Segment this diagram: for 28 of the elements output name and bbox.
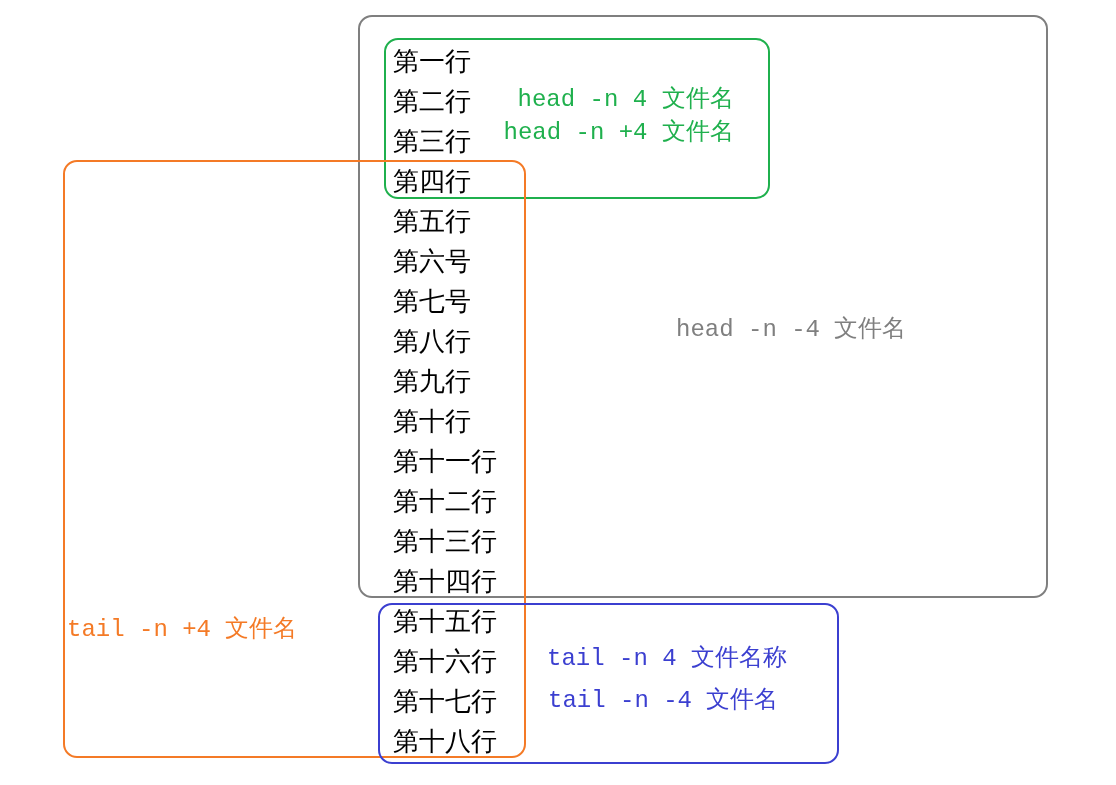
line-text: 第七号 xyxy=(393,286,471,318)
line-text: 第四行 xyxy=(393,166,471,198)
line-text: 第十二行 xyxy=(393,486,497,518)
line-text: 第五行 xyxy=(393,206,471,238)
line-text: 第十四行 xyxy=(393,566,497,598)
command-text: tail -n 4 文件名称 xyxy=(547,644,788,674)
line-text: 第九行 xyxy=(393,366,471,398)
line-text: 第十行 xyxy=(393,406,471,438)
rounded-rectangle xyxy=(63,160,526,758)
line-text: 第六号 xyxy=(393,246,471,278)
command-text: tail -n -4 文件名 xyxy=(548,686,779,716)
line-text: 第三行 xyxy=(393,126,471,158)
line-text: 第一行 xyxy=(393,46,471,78)
line-text: 第二行 xyxy=(393,86,471,118)
line-text: 第十三行 xyxy=(393,526,497,558)
line-text: 第十六行 xyxy=(393,646,497,678)
command-text: tail -n +4 文件名 xyxy=(67,615,298,645)
line-text: 第十八行 xyxy=(393,726,497,758)
command-text: head -n 4 文件名 xyxy=(517,84,734,115)
line-text: 第十七行 xyxy=(393,686,497,718)
rounded-rectangle xyxy=(358,15,1048,598)
line-text: 第十一行 xyxy=(393,446,497,478)
command-text: head -n +4 文件名 xyxy=(503,117,734,148)
line-text: 第八行 xyxy=(393,326,471,358)
line-text: 第十五行 xyxy=(393,606,497,638)
rounded-rectangle xyxy=(378,603,839,764)
rounded-rectangle xyxy=(383,37,770,199)
command-text: head -n -4 文件名 xyxy=(676,315,907,345)
